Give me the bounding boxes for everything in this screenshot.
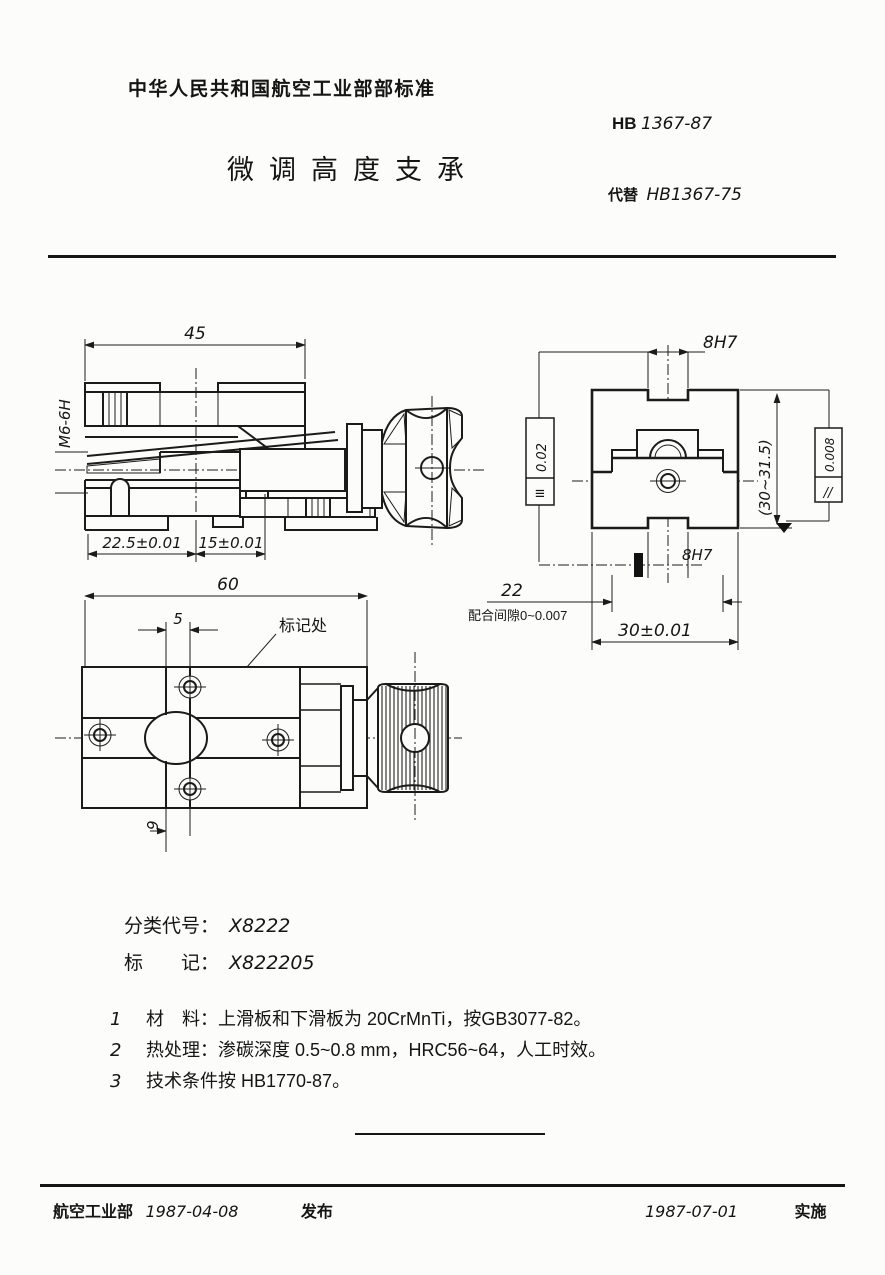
end-view: 8H7 ≡ 0.02 8H7 — [468, 333, 843, 650]
standard-number: HB 1367-87 — [612, 114, 712, 134]
base-width-dimension: 30±0.01 — [591, 532, 739, 650]
hole-right — [262, 724, 294, 756]
issue-word: 发布 — [300, 1204, 333, 1221]
slot-bottom-label: 8H7 — [682, 546, 713, 564]
effective-word: 实施 — [794, 1204, 827, 1221]
dim-5-label: 5 — [173, 610, 183, 628]
ministry-standard-header: 中华人民共和国航空工业部部标准 — [128, 79, 436, 100]
knurled-knob-plan — [377, 652, 449, 822]
issuer: 航空工业部 — [53, 1204, 134, 1221]
datum-mark — [776, 523, 792, 533]
parallelism-tolerance-frame: // 0.008 — [776, 389, 843, 533]
height-range-dimension: (30~31.5) — [740, 389, 792, 529]
footer-rule — [40, 1184, 845, 1187]
footer-right: 1987-07-01 实施 — [645, 1198, 826, 1222]
center-screw-hole — [650, 469, 686, 493]
note-text: 热处理：渗碳深度 0.5~0.8 mm，HRC56~64，人工时效。 — [146, 1040, 607, 1060]
wedge-end-boss — [144, 711, 208, 765]
classification-block: 分类代号： X8222 标 记： X822205 — [124, 908, 315, 982]
height-range-label: (30~31.5) — [756, 439, 774, 516]
dim-9-label: 9 — [144, 820, 162, 830]
dim-45-label: 45 — [184, 324, 206, 344]
note-row: 1 材 料：上滑板和下滑板为 20CrMnTi，按GB3077-82。 — [110, 1004, 606, 1035]
hole-left — [84, 719, 116, 751]
dim-22-label: 22 — [501, 581, 523, 601]
parallelism-tolerance-value: 0.008 — [823, 437, 837, 472]
plan-view-dimensions: 60 5 标记处 9 — [84, 575, 368, 852]
parallelism-symbol-icon: // — [823, 486, 834, 501]
header-divider-rule — [48, 255, 836, 258]
effective-date: 1987-07-01 — [645, 1202, 738, 1221]
note-number: 1 — [110, 1009, 122, 1030]
section-view: 45 M6-6H 22.5±0.01 15±0.01 — [55, 324, 485, 562]
marking-label: 标 记： — [124, 953, 220, 974]
marking-location-callout: 标记处 — [279, 617, 327, 635]
symmetry-symbol-icon: ≡ — [535, 484, 545, 503]
dim-15-label: 15±0.01 — [198, 534, 263, 552]
replaces-number: HB1367-75 — [646, 185, 742, 205]
issue-date: 1987-04-08 — [145, 1202, 239, 1221]
symmetry-tolerance-frame: ≡ 0.02 — [525, 352, 555, 562]
section-view-dimensions: 45 M6-6H 22.5±0.01 15±0.01 — [55, 324, 306, 560]
note-row: 2 热处理：渗碳深度 0.5~0.8 mm，HRC56~64，人工时效。 — [110, 1035, 606, 1066]
marking-row: 标 记： X822205 — [124, 945, 315, 982]
slot-top-label: 8H7 — [703, 333, 738, 353]
note-number: 3 — [110, 1071, 122, 1092]
class-code-value: X8222 — [229, 915, 291, 937]
bottom-slot-dimension: 8H7 — [539, 532, 713, 578]
marking-value: X822205 — [229, 952, 315, 974]
hole-bottom — [174, 773, 206, 805]
dim-22-5-label: 22.5±0.01 — [102, 534, 181, 552]
note-text: 技术条件按 HB1770-87。 — [146, 1071, 351, 1091]
note-number: 2 — [110, 1040, 122, 1061]
handwheel-knob — [346, 396, 463, 545]
replaces-label: 代替 — [608, 187, 639, 204]
plan-view: 60 5 标记处 9 — [55, 575, 462, 852]
page-title: 微调高度支承 — [227, 155, 479, 185]
footer-left: 航空工业部 1987-04-08 发布 — [53, 1198, 333, 1222]
plan-body-outline — [81, 666, 368, 809]
screw-holes — [84, 671, 294, 805]
slot-spacing-dimension: 22 配合间隙0~0.007 — [468, 575, 742, 623]
class-code-label: 分类代号： — [124, 916, 220, 937]
upper-plate-section-hatch — [84, 391, 306, 427]
dim-60-label: 60 — [217, 575, 239, 595]
thread-callout-label: M6-6H — [56, 399, 74, 448]
upper-slide-boss — [592, 429, 738, 474]
symmetry-tolerance-value: 0.02 — [535, 443, 550, 472]
notes-separator-line — [355, 1133, 545, 1135]
lower-plate — [84, 478, 378, 531]
standard-prefix: HB — [612, 114, 637, 133]
replaces-note: 代替 HB1367-75 — [608, 184, 742, 205]
class-code-row: 分类代号： X8222 — [124, 908, 315, 945]
note-row: 3 技术条件按 HB1770-87。 — [110, 1066, 606, 1097]
hole-top — [174, 671, 206, 703]
standard-code: 1367-87 — [641, 114, 713, 134]
upper-plate-flange — [84, 382, 306, 393]
section-cut-mark — [634, 553, 643, 577]
note-text: 材 料：上滑板和下滑板为 20CrMnTi，按GB3077-82。 — [146, 1009, 592, 1029]
dim-30-label: 30±0.01 — [618, 621, 692, 641]
top-slot-dimension: 8H7 — [539, 333, 738, 388]
collar-plan — [340, 685, 354, 791]
fit-clearance-note: 配合间隙0~0.007 — [468, 608, 567, 623]
technical-notes: 1 材 料：上滑板和下滑板为 20CrMnTi，按GB3077-82。 2 热处理：… — [110, 1004, 606, 1097]
